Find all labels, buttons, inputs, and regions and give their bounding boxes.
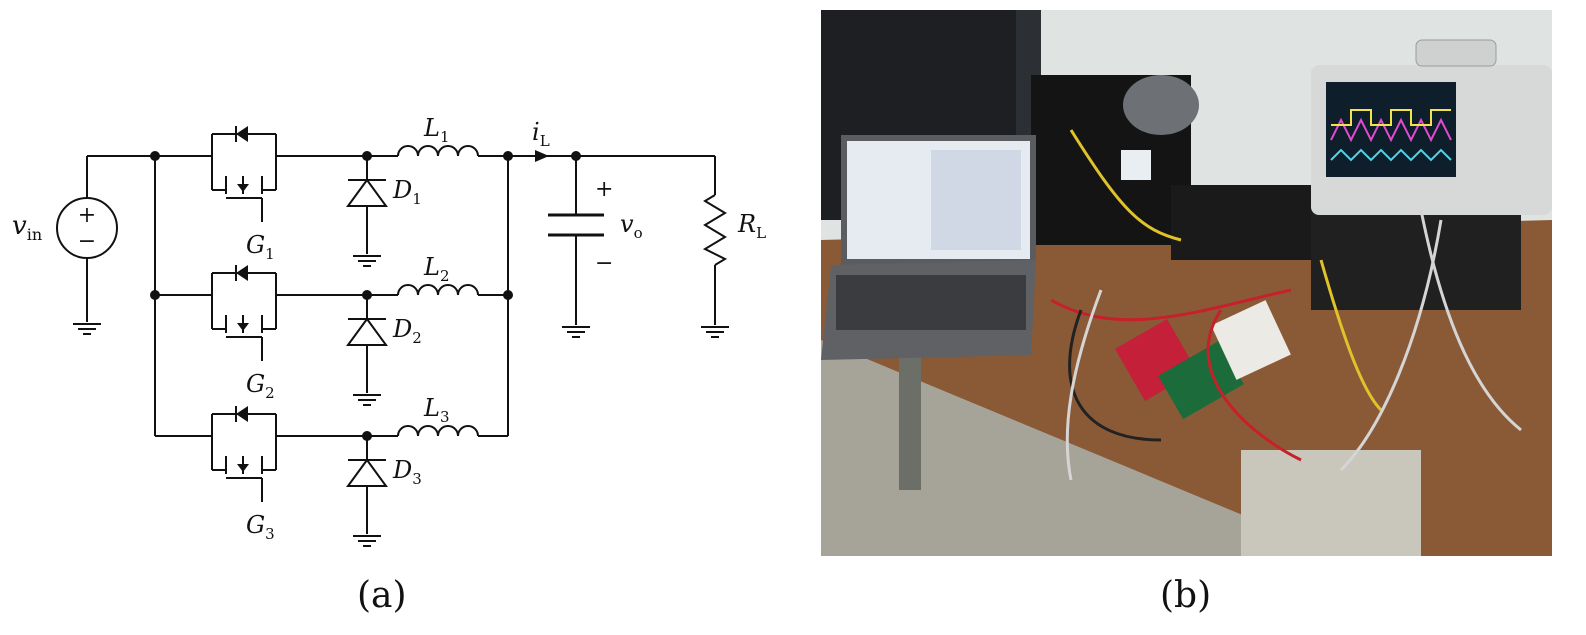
capacitor-plus: + — [595, 177, 613, 202]
mosfet-icon — [211, 156, 277, 222]
diode-icon — [346, 436, 388, 534]
pcb-green — [1158, 340, 1244, 420]
source-label: vin — [12, 211, 42, 244]
inductor-label-2: L2 — [423, 253, 449, 285]
capacitor-icon — [548, 213, 604, 237]
load-label: RL — [737, 210, 766, 242]
capacitor-minus: − — [595, 251, 613, 276]
converter-leg-3 — [211, 406, 479, 547]
voltage-source-icon: + − — [56, 197, 118, 259]
breadboard — [1211, 300, 1291, 380]
caption-b: (b) — [1160, 575, 1212, 616]
diode-icon — [346, 295, 388, 393]
inductor-icon — [397, 145, 479, 157]
lab-setup-photo — [821, 10, 1552, 556]
gate-label-2: G2 — [246, 370, 275, 402]
diode-label-3: D3 — [392, 456, 422, 488]
gate-label-1: G1 — [246, 231, 275, 263]
mosfet-icon — [211, 436, 277, 502]
ground-icons — [73, 323, 729, 338]
body-diode-icon — [211, 126, 277, 156]
laptop — [821, 135, 1036, 360]
motor — [1123, 75, 1199, 135]
svg-text:−: − — [78, 229, 96, 254]
current-arrow-icon — [535, 150, 549, 162]
caption-a: (a) — [357, 575, 407, 616]
diode-icon — [346, 156, 388, 254]
output-voltage-label: vo — [620, 210, 643, 242]
inductor-icon — [397, 425, 479, 437]
current-label: iL — [532, 118, 550, 150]
gate-label-3: G3 — [246, 511, 275, 543]
desk-leg — [899, 340, 921, 490]
converter-leg-1 — [211, 126, 479, 267]
svg-text:+: + — [78, 203, 96, 228]
body-diode-icon — [211, 406, 277, 436]
resistive-load — [1311, 200, 1521, 310]
mosfet-icon — [211, 295, 277, 361]
diode-label-1: D1 — [392, 176, 422, 208]
converter-leg-2 — [211, 265, 479, 406]
module-board — [1171, 185, 1311, 260]
cabinet — [1241, 450, 1421, 556]
inductor-icon — [397, 284, 479, 296]
diode-label-2: D2 — [392, 315, 422, 347]
cables — [1050, 129, 1522, 481]
inductor-label-1: L1 — [423, 114, 449, 146]
inductor-label-3: L3 — [423, 394, 449, 426]
oscilloscope — [1311, 39, 1552, 215]
body-diode-icon — [211, 265, 277, 295]
